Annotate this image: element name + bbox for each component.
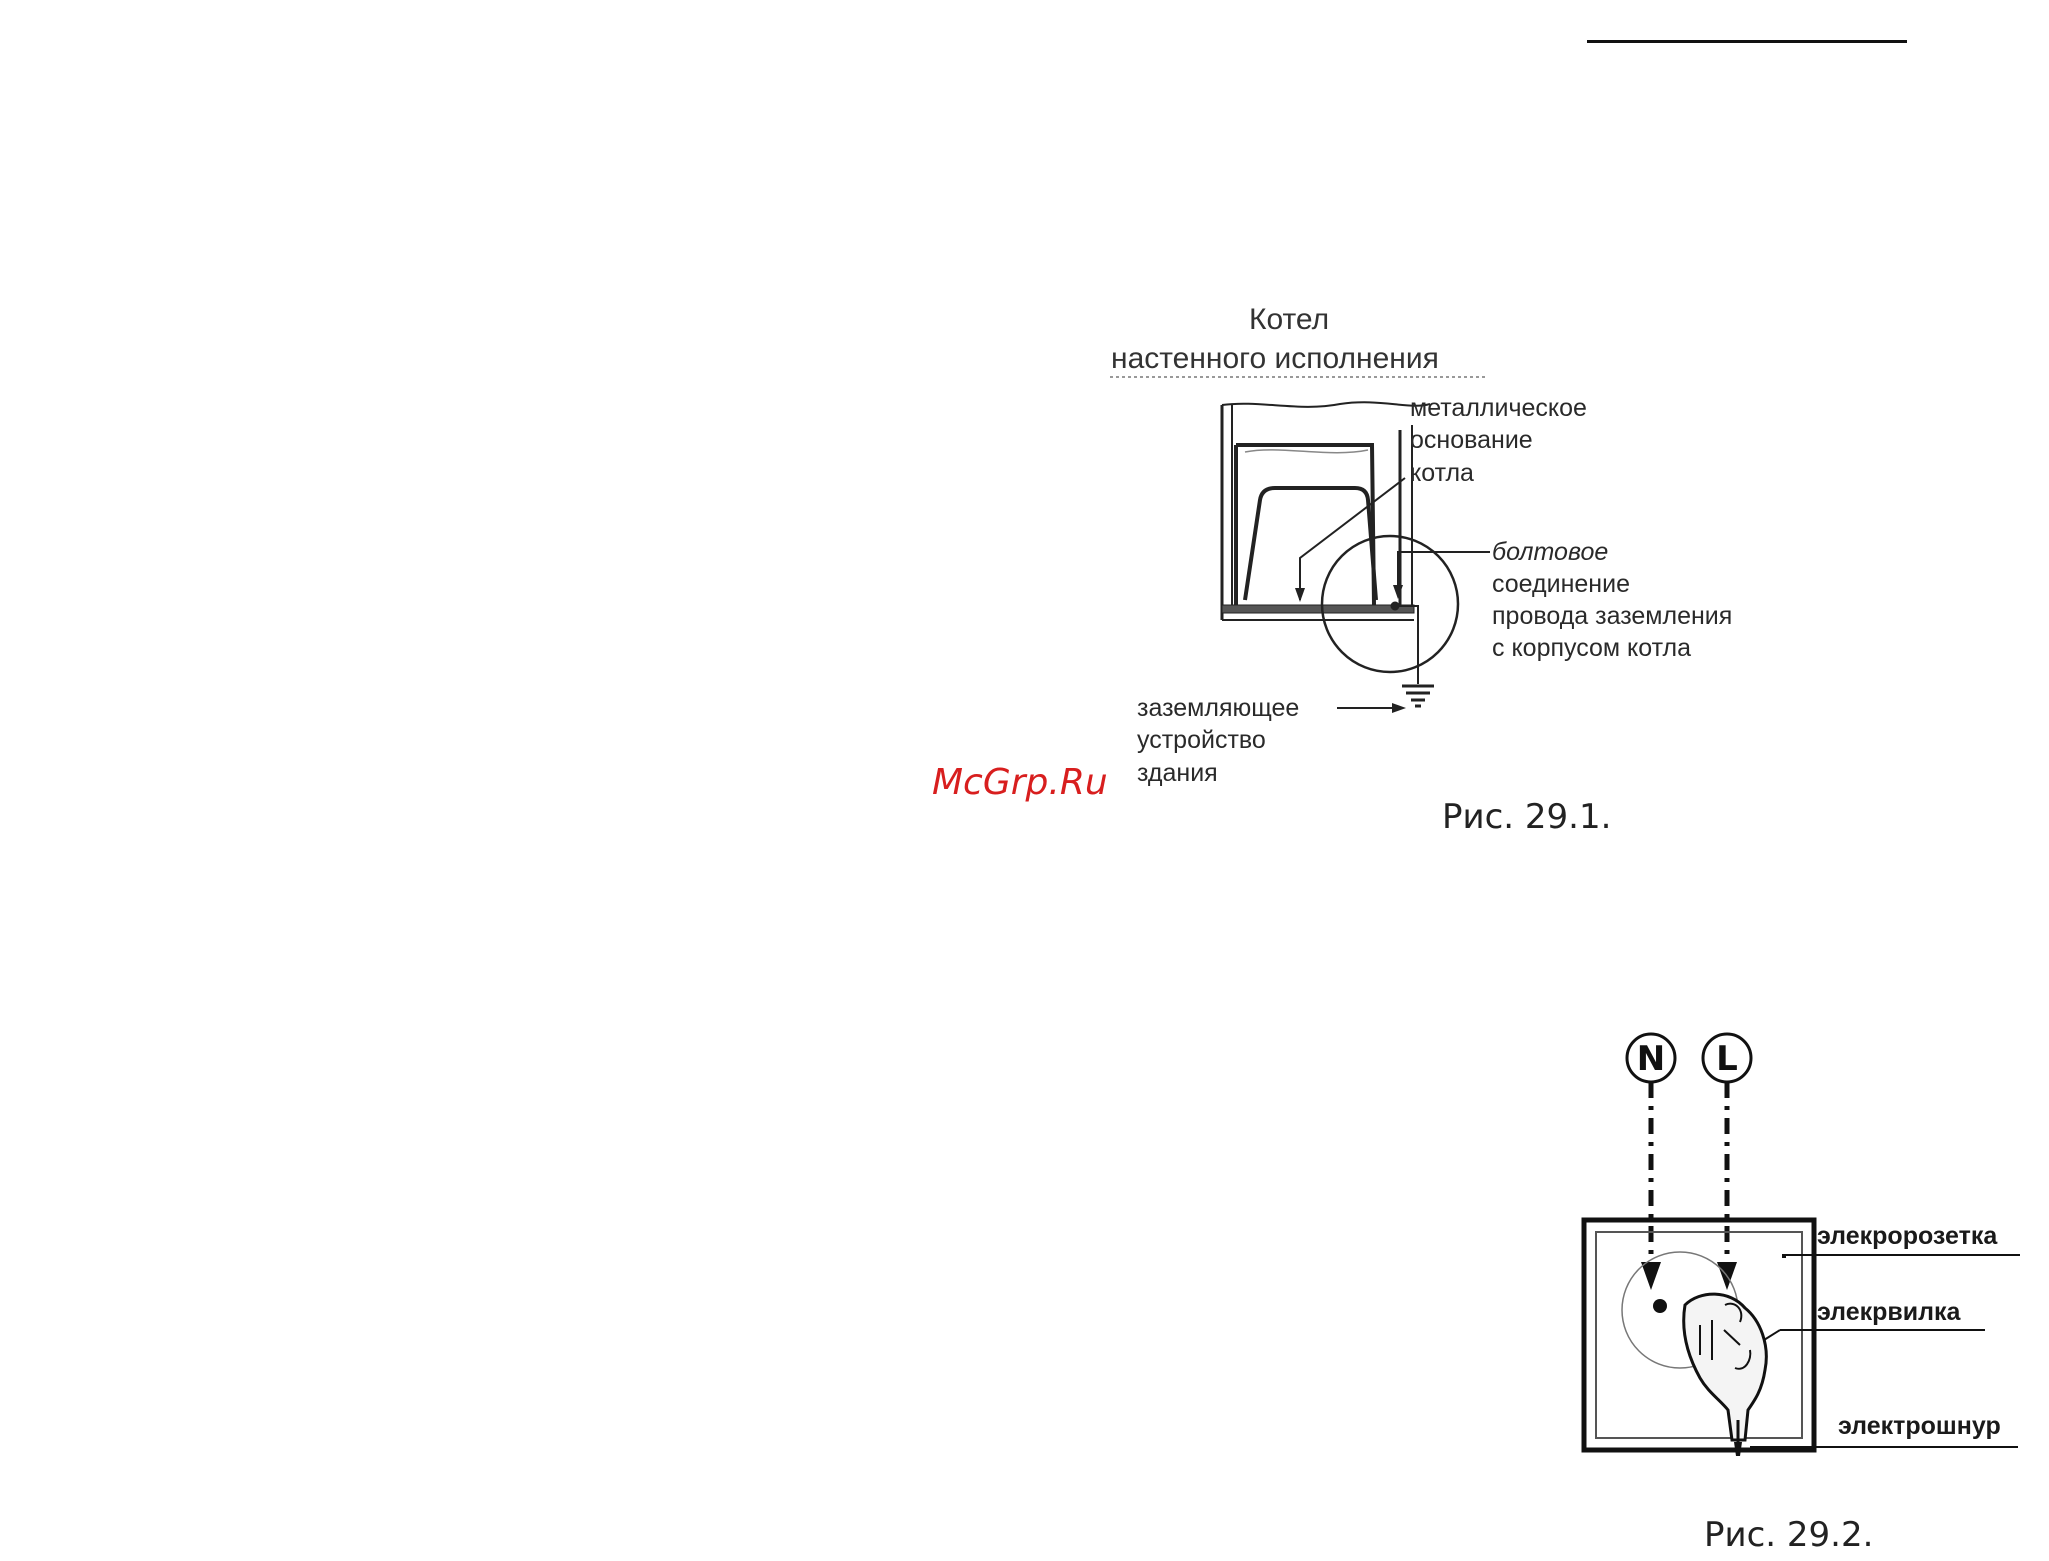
label-metal-base-line1: металлическое: [1410, 392, 1587, 424]
boiler-title-line2: настенного исполнения: [1111, 340, 1439, 378]
figure-caption-29-1: Рис. 29.1.: [1442, 797, 1611, 837]
label-plug: элекрвилка: [1817, 1296, 1960, 1328]
label-ground-line3: здания: [1137, 757, 1218, 789]
label-metal-base-line3: котла: [1410, 457, 1474, 489]
label-ground-line1: заземляющее: [1137, 692, 1299, 724]
figure-caption-29-2: Рис. 29.2.: [1704, 1515, 1873, 1555]
label-socket: элекророзетка: [1817, 1220, 1997, 1252]
label-bolt-line3: провода заземления: [1492, 600, 1732, 632]
label-cord: электрошнур: [1838, 1410, 2001, 1442]
label-bolt-line1: болтовое: [1492, 536, 1608, 568]
label-metal-base-line2: основание: [1410, 424, 1533, 456]
phase-l-letter: L: [1716, 1039, 1738, 1079]
label-bolt-line2: соединение: [1492, 568, 1630, 600]
label-ground-line2: устройство: [1137, 724, 1266, 756]
phase-n-letter: N: [1637, 1039, 1665, 1079]
boiler-title-line1: Котел: [1249, 301, 1329, 339]
watermark-text: McGrp.Ru: [932, 762, 1108, 803]
label-bolt-line4: с корпусом котла: [1492, 632, 1691, 664]
